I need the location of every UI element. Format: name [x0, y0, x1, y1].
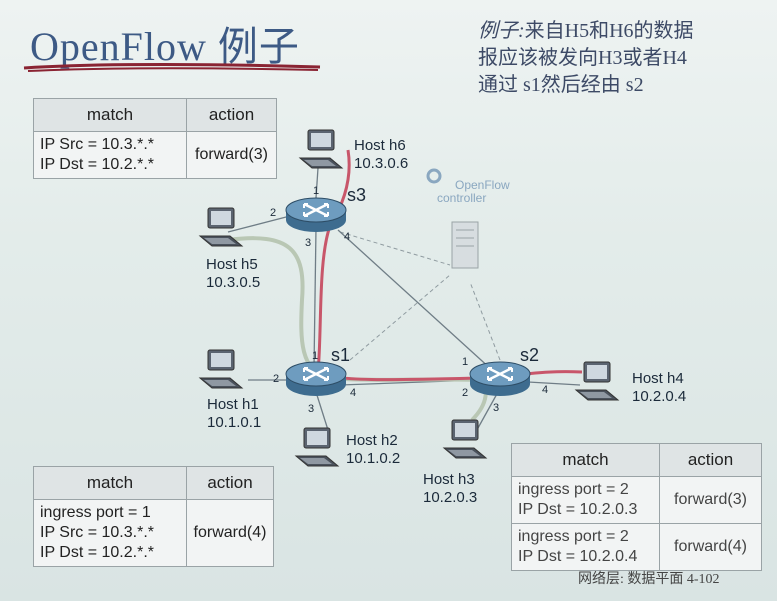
- match-cell: ingress port = 2 IP Dst = 10.2.0.3: [511, 476, 660, 524]
- switch-s2-icon: [468, 360, 532, 398]
- table-row: IP Src = 10.3.*.* IP Dst = 10.2.*.* forw…: [33, 131, 277, 179]
- host-h4-icon: [575, 361, 619, 401]
- switch-s1-icon: [284, 360, 348, 398]
- action-header: action: [186, 466, 274, 500]
- port-s1-1: 1: [312, 350, 319, 362]
- match-cell: IP Src = 10.3.*.* IP Dst = 10.2.*.*: [33, 131, 187, 179]
- table-row: ingress port = 1 IP Src = 10.3.*.* IP Ds…: [33, 499, 274, 567]
- switch-s3-label: s3: [347, 185, 367, 205]
- desc-prefix: 例子:: [478, 20, 525, 42]
- flow-table-s3: match action IP Src = 10.3.*.* IP Dst = …: [33, 98, 277, 179]
- match-header: match: [33, 98, 187, 132]
- port-s2-4: 4: [542, 384, 549, 396]
- port-s1-2: 2: [273, 373, 280, 385]
- switch-s1-label: s1: [331, 345, 351, 365]
- match-header: match: [33, 466, 187, 500]
- controller-links: [339, 231, 501, 361]
- host-h2-icon: [295, 427, 339, 467]
- port-s2-3: 3: [493, 402, 500, 414]
- port-s3-3: 3: [305, 237, 312, 249]
- controller-icon: [426, 168, 479, 269]
- match-cell: ingress port = 1 IP Src = 10.3.*.* IP Ds…: [33, 499, 187, 567]
- action-header: action: [186, 98, 277, 132]
- action-cell: forward(3): [659, 476, 762, 524]
- host-h1-icon: [199, 349, 243, 389]
- example-description: 例子:来自H5和H6的数据 报应该被发向H3或者H4 通过 s1然后经由 s2: [478, 18, 694, 99]
- switch-s2-label: s2: [520, 345, 540, 365]
- flow-table-s1: match action ingress port = 1 IP Src = 1…: [33, 466, 274, 567]
- action-cell: forward(4): [186, 499, 274, 567]
- host-h5-icon: [199, 207, 243, 247]
- match-header: match: [511, 443, 660, 477]
- controller-label-line1: OpenFlow: [455, 178, 510, 192]
- desc-line3: 通过 s1然后经由 s2: [478, 74, 644, 96]
- switch-s3-icon: [284, 196, 348, 234]
- table-row: ingress port = 2 IP Dst = 10.2.0.3 forwa…: [511, 476, 762, 524]
- port-s3-2: 2: [270, 207, 277, 219]
- host-h6-icon: [299, 129, 343, 169]
- flow-table-s2: match action ingress port = 2 IP Dst = 1…: [511, 443, 762, 571]
- controller-label: OpenFlow controller: [437, 179, 510, 205]
- action-cell: forward(4): [659, 523, 762, 571]
- title-underline: [23, 63, 321, 72]
- port-s1-3: 3: [308, 403, 315, 415]
- desc-line2: 报应该被发向H3或者H4: [478, 47, 687, 69]
- table-row: ingress port = 2 IP Dst = 10.2.0.4 forwa…: [511, 523, 762, 571]
- match-cell: ingress port = 2 IP Dst = 10.2.0.4: [511, 523, 660, 571]
- slide-footer: 网络层: 数据平面 4-102: [578, 572, 720, 587]
- page-title: OpenFlow 例子: [30, 24, 300, 69]
- port-s2-2: 2: [462, 387, 469, 399]
- action-header: action: [659, 443, 762, 477]
- desc-line1: 来自H5和H6的数据: [524, 20, 694, 42]
- controller-label-line2: controller: [437, 191, 487, 205]
- port-s3-4: 4: [344, 231, 351, 243]
- port-s3-1: 1: [313, 185, 320, 197]
- links: [227, 167, 581, 431]
- port-s2-1: 1: [462, 356, 469, 368]
- port-s1-4: 4: [350, 387, 357, 399]
- action-cell: forward(3): [186, 131, 277, 179]
